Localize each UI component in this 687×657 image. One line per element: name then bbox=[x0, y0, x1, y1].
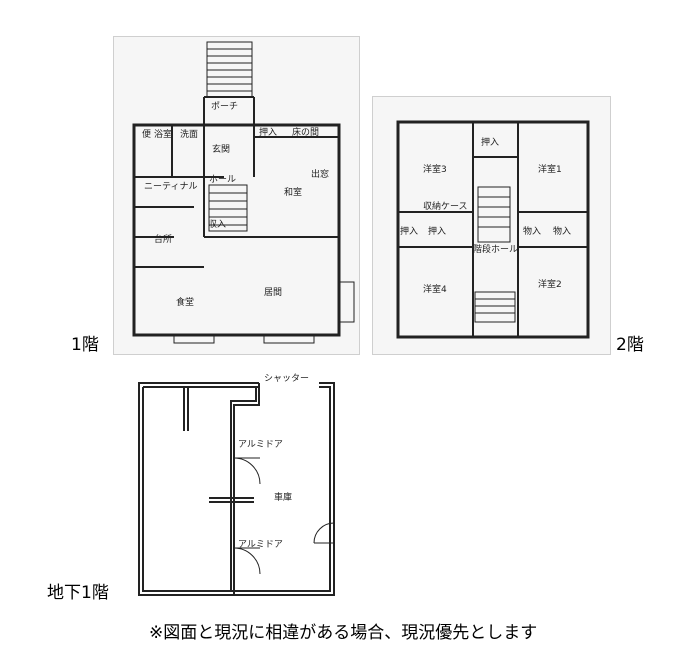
floor1-washroom-label: 洗面 bbox=[180, 128, 198, 140]
basement-garage-label: 車庫 bbox=[274, 491, 292, 503]
floor1-nook-label: ニーティナル bbox=[144, 181, 197, 192]
floor2-label: 2階 bbox=[616, 335, 644, 355]
floor1-living-label: 居間 bbox=[264, 287, 282, 298]
basement-shutter-label: シャッター bbox=[264, 373, 309, 384]
floor2-western1-label: 洋室1 bbox=[538, 163, 562, 175]
floor1-entrance-label: 玄関 bbox=[212, 143, 230, 155]
floor1-drawing: ポーチ 玄関 押入 床の間 便 浴室 洗面 ニーティナル ホール 和室 出窓 収… bbox=[132, 41, 355, 344]
floor2-western2-label: 洋室2 bbox=[538, 278, 562, 290]
basement-drawing: シャッター アルミドア アルミドア 車庫 bbox=[138, 373, 335, 596]
floor2-drawing: 押入 洋室3 洋室1 収納ケース 押入 押入 物入 物入 階段ホール 洋室4 洋… bbox=[396, 120, 590, 339]
floor2-western3-label: 洋室3 bbox=[423, 163, 447, 175]
floor1-dining-label: 食堂 bbox=[176, 296, 194, 308]
floor2-closet-left-label: 押入 bbox=[400, 225, 418, 237]
basement-door2-label: アルミドア bbox=[238, 540, 283, 550]
floor1-japanese-room-label: 和室 bbox=[284, 186, 302, 198]
floor1-tokonoma-label: 床の間 bbox=[292, 126, 319, 138]
floor2-plan: 押入 洋室3 洋室1 収納ケース 押入 押入 物入 物入 階段ホール 洋室4 洋… bbox=[372, 96, 611, 355]
floor2-hall-label: 階段ホール bbox=[473, 243, 518, 255]
floor2-bookshelf-label: 収納ケース bbox=[423, 200, 468, 212]
floor1-veranda-label: 出窓 bbox=[311, 168, 329, 180]
basement-plan: シャッター アルミドア アルミドア 車庫 bbox=[134, 373, 358, 610]
floor2-closet-right2-label: 物入 bbox=[553, 225, 571, 237]
basement-door1-label: アルミドア bbox=[238, 440, 283, 450]
basement-label: 地下1階 bbox=[47, 583, 109, 603]
floor1-hall-label: ホール bbox=[209, 174, 236, 185]
floor1-wash-label: 便 bbox=[142, 128, 151, 140]
disclaimer-note: ※図面と現況に相違がある場合、現況優先とします bbox=[149, 623, 538, 643]
floor1-label: 1階 bbox=[71, 335, 99, 355]
floor1-porch-label: ポーチ bbox=[211, 101, 238, 112]
floor1-bath-label: 浴室 bbox=[154, 128, 172, 140]
floor1-kitchen-label: 台所 bbox=[154, 233, 172, 245]
floor2-closet-right-label: 物入 bbox=[523, 225, 541, 237]
floor1-plan: ポーチ 玄関 押入 床の間 便 浴室 洗面 ニーティナル ホール 和室 出窓 収… bbox=[113, 36, 360, 355]
floor2-closet-label: 押入 bbox=[481, 136, 499, 148]
floor2-western4-label: 洋室4 bbox=[423, 283, 447, 295]
floor2-closet-mid-label: 押入 bbox=[428, 225, 446, 237]
floor1-storage-label: 収入 bbox=[208, 218, 226, 230]
floor1-closet-label: 押入 bbox=[259, 126, 277, 138]
